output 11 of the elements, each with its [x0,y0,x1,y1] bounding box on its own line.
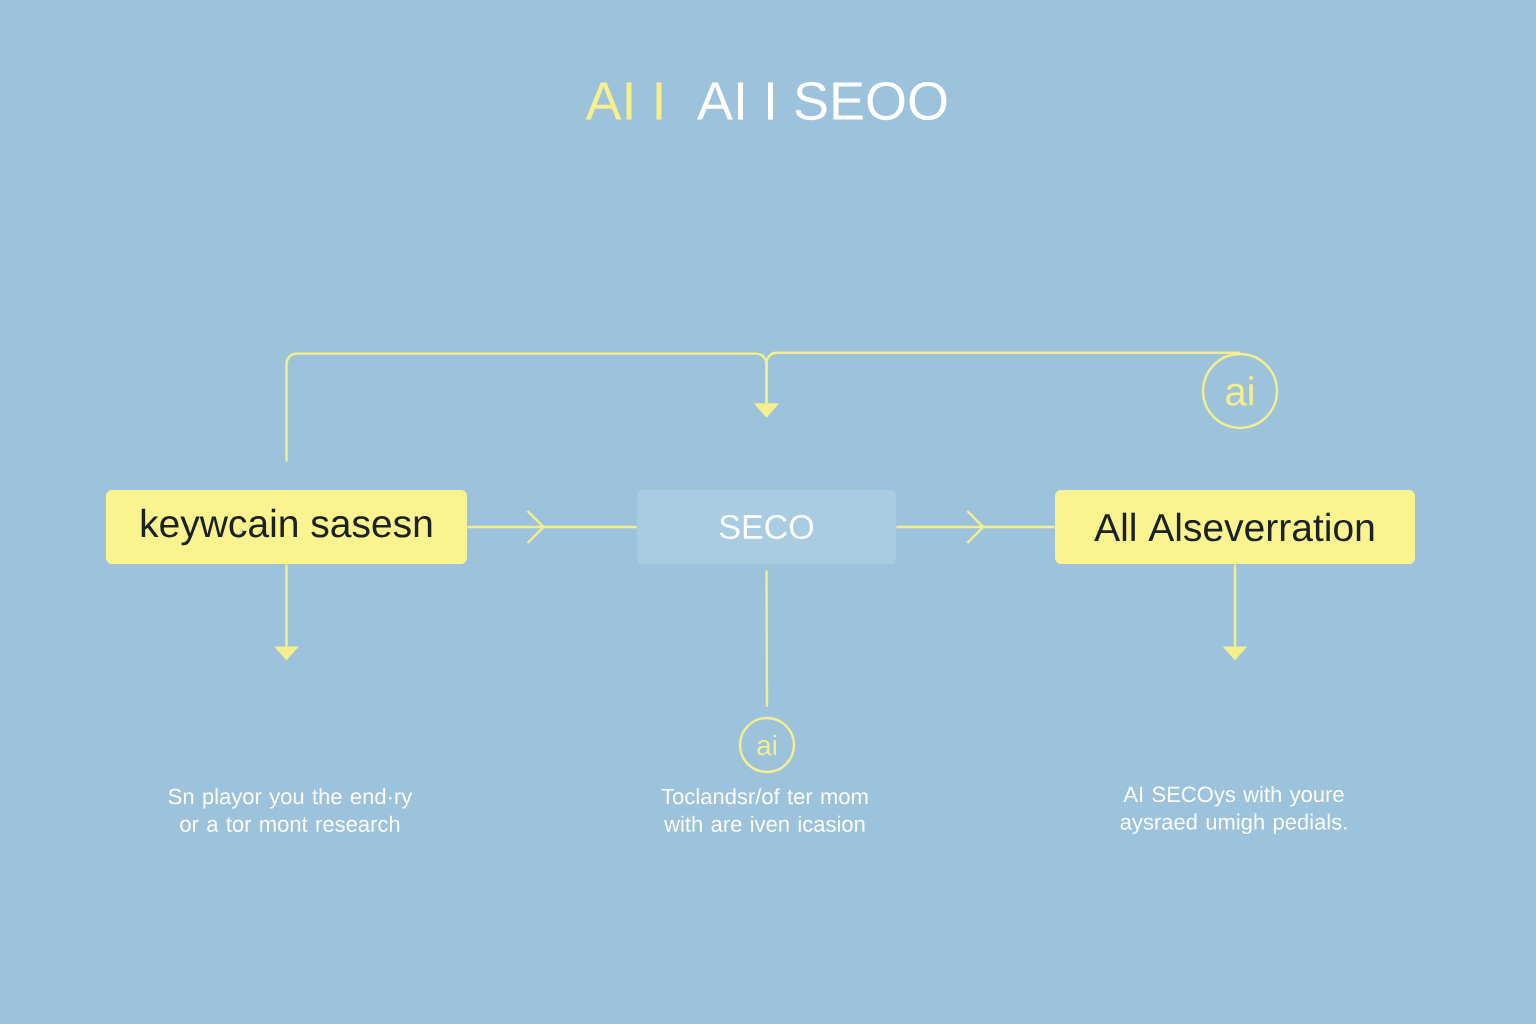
description: Sn playor you the end·ry or a tor mont research [168,788,413,832]
process-box: All Alseverration [1055,490,1415,564]
title: AI I SEOO [697,81,947,121]
description: Toclandsr/of ter mom with are iven icasion [661,788,868,832]
title: AI I [585,82,662,120]
circle-badge: ai [738,716,796,774]
description: AI SECOys with youre aysraed umigh pedials. [1120,785,1347,835]
circle-badge: ai [1201,352,1279,430]
process-box: keywcain sasesn [106,490,467,564]
connector-line [765,570,769,707]
process-box: SECO [637,490,896,564]
